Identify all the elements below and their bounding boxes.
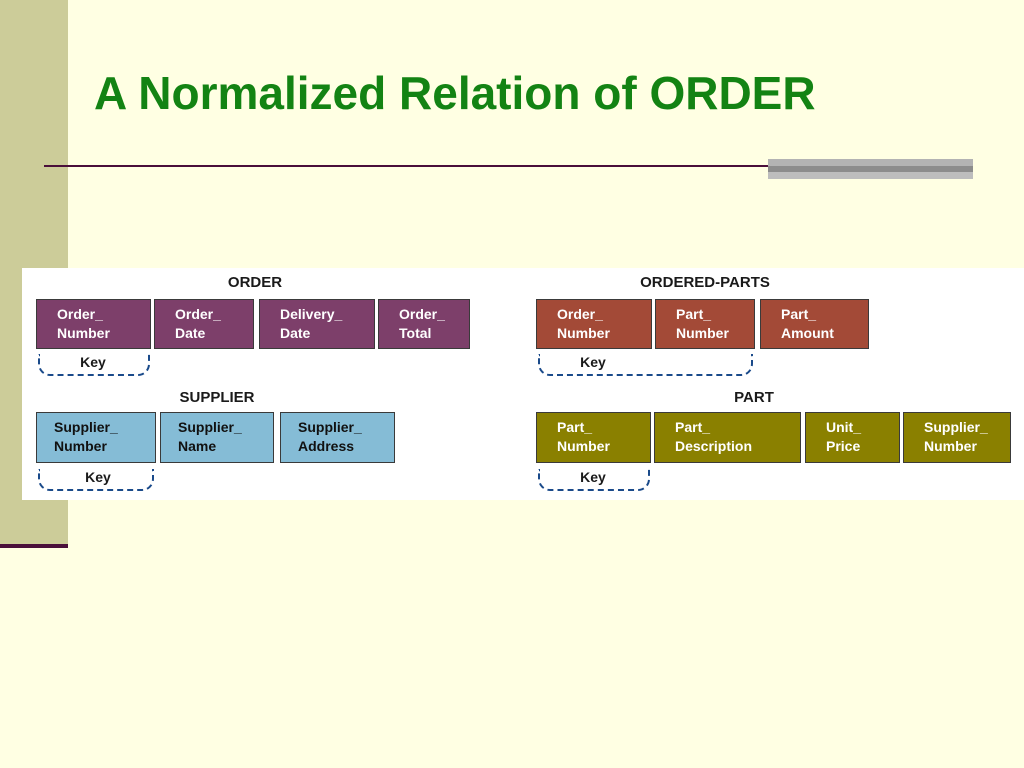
- attribute-name-line-1: Unit_: [826, 419, 861, 435]
- key-label: Key: [80, 354, 106, 370]
- attribute-name-line-2: Number: [54, 438, 107, 454]
- attribute-name-line-1: Delivery_: [280, 306, 343, 322]
- key-label: Key: [85, 469, 111, 485]
- title-accent-bar: [768, 159, 973, 179]
- supplier-attr: Supplier_ Name: [160, 412, 274, 463]
- attribute-name-line-1: Order_: [557, 306, 603, 322]
- attribute-name-line-1: Part_: [676, 306, 712, 322]
- attribute-name-line-1: Order_: [175, 306, 221, 322]
- attribute-name-line-2: Number: [557, 325, 610, 341]
- left-band-rule: [0, 544, 68, 548]
- ordered-parts-attr: Order_ Number: [536, 299, 652, 349]
- order-attr: Order_ Total: [378, 299, 470, 349]
- attribute-name-line-2: Number: [557, 438, 610, 454]
- key-label: Key: [580, 469, 606, 485]
- attribute-name-line-2: Description: [675, 438, 753, 454]
- attribute-name-line-1: Part_: [781, 306, 817, 322]
- relation-title-supplier: SUPPLIER: [179, 389, 255, 406]
- order-attr: Order_ Date: [154, 299, 254, 349]
- part-attr: Part_ Number: [536, 412, 651, 463]
- attribute-name-line-1: Part_: [557, 419, 593, 435]
- ordered-parts-attr: Part_ Amount: [760, 299, 869, 349]
- supplier-attr: Supplier_ Number: [36, 412, 156, 463]
- attribute-name-line-2: Price: [826, 438, 861, 454]
- key-label: Key: [580, 354, 606, 370]
- ordered-parts-attr: Part_ Number: [655, 299, 755, 349]
- primary-key-bracket: [538, 469, 650, 491]
- attribute-name-line-1: Supplier_: [54, 419, 118, 435]
- relation-title-ordered-parts: ORDERED-PARTS: [640, 274, 770, 291]
- attribute-name-line-2: Amount: [781, 325, 834, 341]
- primary-key-bracket: [38, 354, 150, 376]
- part-attr: Part_ Description: [654, 412, 801, 463]
- attribute-name-line-2: Total: [399, 325, 432, 341]
- attribute-name-line-1: Supplier_: [178, 419, 242, 435]
- attribute-name-line-2: Number: [676, 325, 729, 341]
- attribute-name-line-1: Supplier_: [298, 419, 362, 435]
- attribute-name-line-1: Order_: [399, 306, 445, 322]
- attribute-name-line-2: Date: [175, 325, 206, 341]
- title-underline: [44, 165, 768, 167]
- relation-title-part: PART: [734, 389, 774, 406]
- order-attr: Order_ Number: [36, 299, 151, 349]
- attribute-name-line-2: Number: [924, 438, 977, 454]
- slide-title: A Normalized Relation of ORDER: [94, 67, 816, 119]
- attribute-name-line-2: Address: [298, 438, 355, 454]
- relation-title-order: ORDER: [227, 274, 283, 291]
- attribute-name-line-1: Order_: [57, 306, 103, 322]
- attribute-name-line-2: Number: [57, 325, 110, 341]
- primary-key-bracket: [538, 354, 753, 376]
- supplier-attr: Supplier_ Address: [280, 412, 395, 463]
- attribute-name-line-2: Date: [280, 325, 311, 341]
- part-attr: Unit_ Price: [805, 412, 900, 463]
- attribute-name-line-2: Name: [178, 438, 217, 454]
- part-attr: Supplier_ Number: [903, 412, 1011, 463]
- attribute-name-line-1: Part_: [675, 419, 711, 435]
- order-attr: Delivery_ Date: [259, 299, 375, 349]
- attribute-name-line-1: Supplier_: [924, 419, 988, 435]
- relations-diagram: ORDER Order_Number Order_Date Delivery_D…: [22, 268, 1024, 500]
- primary-key-bracket: [38, 469, 154, 491]
